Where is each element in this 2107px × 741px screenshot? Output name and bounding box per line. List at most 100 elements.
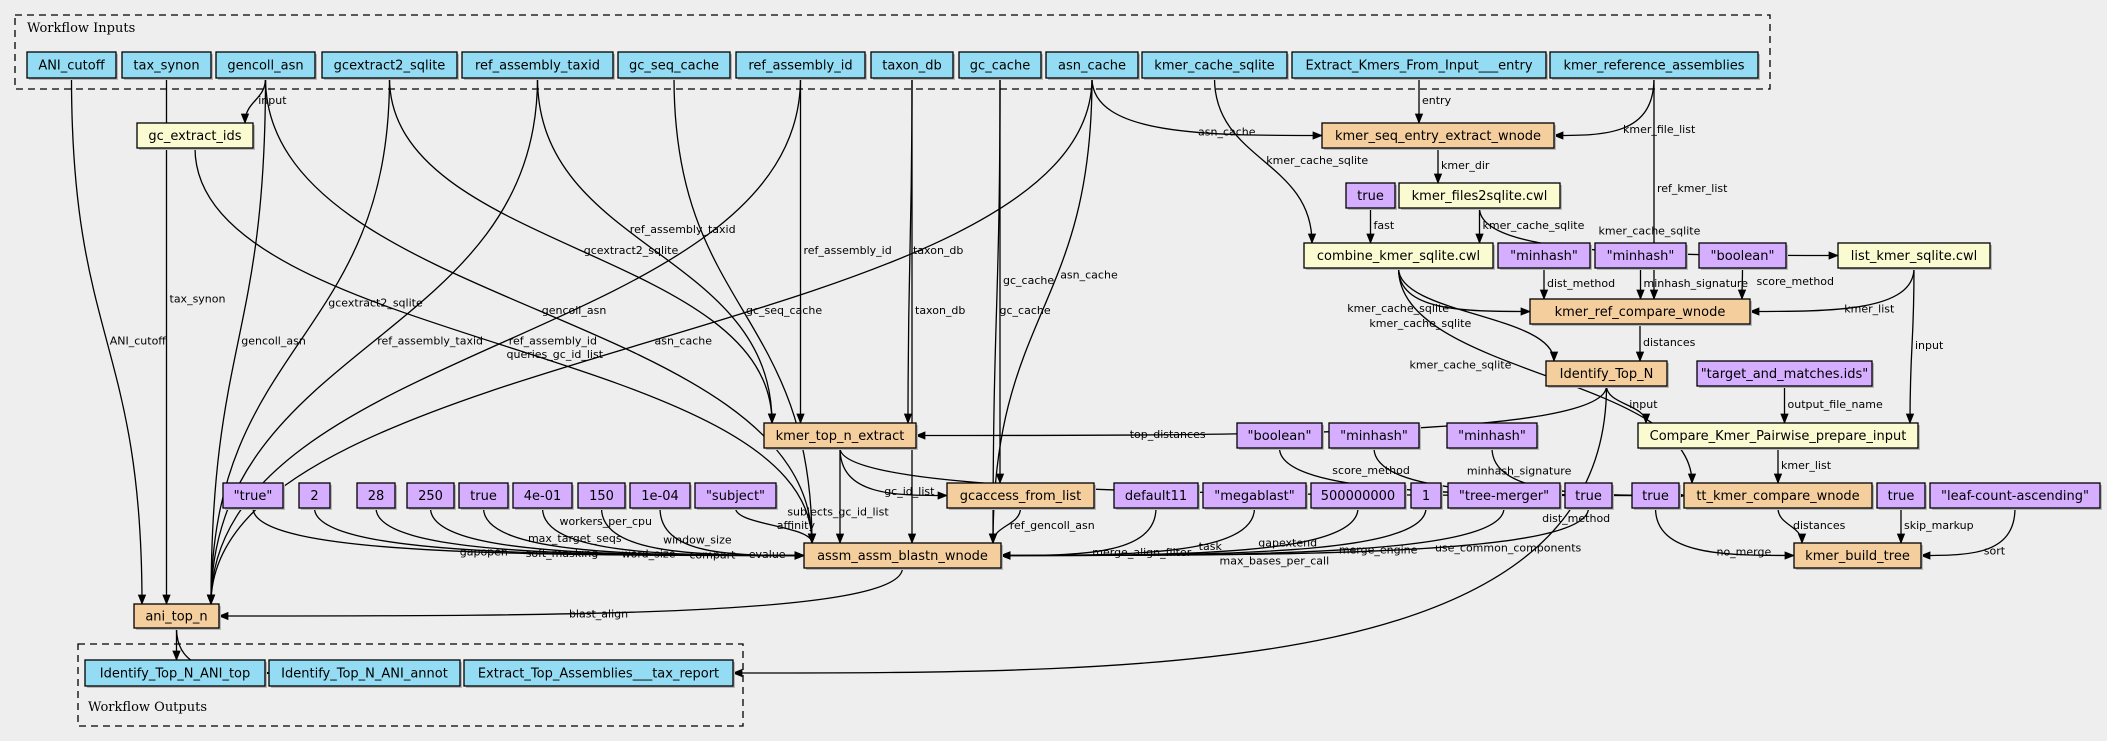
output-node-extract-top-assemblies-tax-report[interactable]: Extract_Top_Assemblies___tax_report <box>463 659 735 688</box>
tool-node-compare-kmer-pairwise-prepare-input[interactable]: Compare_Kmer_Pairwise_prepare_input <box>1637 422 1920 450</box>
step-node-identify-top-n[interactable]: Identify_Top_N <box>1545 360 1669 388</box>
const-node-250[interactable]: 250 <box>406 482 456 510</box>
step-node-kmer-top-n-extract[interactable]: kmer_top_n_extract <box>763 422 918 450</box>
node-box[interactable] <box>1497 242 1591 269</box>
node-box[interactable] <box>1113 482 1199 509</box>
node-box[interactable] <box>1141 51 1288 79</box>
node-box[interactable] <box>1236 422 1323 449</box>
const-node-28[interactable]: 28 <box>356 482 397 510</box>
const-node-4e-01[interactable]: 4e-01 <box>512 482 574 510</box>
node-box[interactable] <box>1631 482 1680 509</box>
tool-node-list-kmer-sqlite-cwl[interactable]: list_kmer_sqlite.cwl <box>1837 242 1992 270</box>
tool-node-kmer-files2sqlite-cwl[interactable]: kmer_files2sqlite.cwl <box>1398 182 1562 210</box>
tool-node-combine-kmer-sqlite-cwl[interactable]: combine_kmer_sqlite.cwl <box>1303 242 1495 270</box>
input-node-extract-kmers-from-input-entry[interactable]: Extract_Kmers_From_Input___entry <box>1291 51 1548 80</box>
const-node-500000000[interactable]: 500000000 <box>1310 482 1407 510</box>
node-box[interactable] <box>463 659 734 687</box>
tool-node-gc-extract-ids[interactable]: gc_extract_ids <box>136 122 255 150</box>
node-box[interactable] <box>1321 122 1555 149</box>
const-node-minhash[interactable]: "minhash" <box>1594 242 1688 270</box>
node-box[interactable] <box>406 482 455 509</box>
node-box[interactable] <box>222 482 284 509</box>
node-box[interactable] <box>133 603 220 629</box>
node-box[interactable] <box>461 51 614 79</box>
node-box[interactable] <box>1345 182 1396 209</box>
step-node-ani-top-n[interactable]: ani_top_n <box>133 603 221 630</box>
node-box[interactable] <box>121 51 212 79</box>
const-node-tree-merger[interactable]: "tree-merger" <box>1447 482 1562 510</box>
node-box[interactable] <box>458 482 509 509</box>
input-node-gc-seq-cache[interactable]: gc_seq_cache <box>617 51 732 80</box>
node-box[interactable] <box>870 51 954 79</box>
step-node-kmer-seq-entry-extract-wnode[interactable]: kmer_seq_entry_extract_wnode <box>1321 122 1556 150</box>
node-box[interactable] <box>136 122 254 149</box>
node-box[interactable] <box>1398 182 1561 209</box>
const-node-leaf-count-ascending[interactable]: "leaf-count-ascending" <box>1929 482 2102 510</box>
node-box[interactable] <box>321 51 458 79</box>
node-box[interactable] <box>298 482 331 509</box>
input-node-ani-cutoff[interactable]: ANI_cutoff <box>26 51 118 80</box>
node-box[interactable] <box>1564 482 1613 509</box>
node-box[interactable] <box>694 482 777 509</box>
const-node-true[interactable]: true <box>1345 182 1397 210</box>
const-node-1e-04[interactable]: 1e-04 <box>629 482 692 510</box>
const-node-1[interactable]: 1 <box>1410 482 1443 510</box>
node-box[interactable] <box>958 51 1042 79</box>
node-box[interactable] <box>1447 482 1561 509</box>
const-node-true[interactable]: true <box>1564 482 1614 510</box>
node-box[interactable] <box>763 422 917 449</box>
node-box[interactable] <box>1291 51 1547 79</box>
node-box[interactable] <box>1549 51 1759 79</box>
input-node-gcextract2-sqlite[interactable]: gcextract2_sqlite <box>321 51 459 80</box>
node-box[interactable] <box>1698 242 1787 269</box>
node-box[interactable] <box>617 51 731 79</box>
const-node-megablast[interactable]: "megablast" <box>1202 482 1308 510</box>
const-node-minhash[interactable]: "minhash" <box>1328 422 1421 450</box>
input-node-kmer-cache-sqlite[interactable]: kmer_cache_sqlite <box>1141 51 1289 80</box>
const-node-target-and-matches-ids[interactable]: "target_and_matches.ids" <box>1696 360 1874 388</box>
node-box[interactable] <box>735 51 866 79</box>
node-box[interactable] <box>1929 482 2101 509</box>
node-box[interactable] <box>1446 422 1538 449</box>
node-box[interactable] <box>803 542 1002 569</box>
const-node-true[interactable]: "true" <box>222 482 285 510</box>
const-node-true[interactable]: true <box>458 482 510 510</box>
input-node-gc-cache[interactable]: gc_cache <box>958 51 1043 80</box>
input-node-gencoll-asn[interactable]: gencoll_asn <box>215 51 317 80</box>
node-box[interactable] <box>1328 422 1420 449</box>
node-box[interactable] <box>1529 298 1751 325</box>
const-node-minhash[interactable]: "minhash" <box>1446 422 1539 450</box>
node-box[interactable] <box>1876 482 1926 509</box>
step-node-gcaccess-from-list[interactable]: gcaccess_from_list <box>946 482 1096 510</box>
step-node-kmer-build-tree[interactable]: kmer_build_tree <box>1793 542 1923 570</box>
input-node-taxon-db[interactable]: taxon_db <box>870 51 955 80</box>
const-node-default11[interactable]: default11 <box>1113 482 1200 510</box>
node-box[interactable] <box>26 51 117 79</box>
node-box[interactable] <box>84 659 266 687</box>
const-node-true[interactable]: true <box>1631 482 1681 510</box>
node-box[interactable] <box>1594 242 1687 269</box>
step-node-assm-assm-blastn-wnode[interactable]: assm_assm_blastn_wnode <box>803 542 1003 570</box>
node-box[interactable] <box>1793 542 1922 569</box>
node-box[interactable] <box>215 51 316 79</box>
node-box[interactable] <box>1545 360 1668 387</box>
node-box[interactable] <box>1837 242 1991 269</box>
const-node-150[interactable]: 150 <box>577 482 627 510</box>
input-node-tax-synon[interactable]: tax_synon <box>121 51 213 80</box>
const-node-boolean[interactable]: "boolean" <box>1698 242 1788 270</box>
node-box[interactable] <box>268 659 461 687</box>
node-box[interactable] <box>1045 51 1139 79</box>
node-box[interactable] <box>1683 482 1873 509</box>
node-box[interactable] <box>1303 242 1494 269</box>
const-node-subject[interactable]: "subject" <box>694 482 778 510</box>
node-box[interactable] <box>577 482 626 509</box>
input-node-asn-cache[interactable]: asn_cache <box>1045 51 1140 80</box>
node-box[interactable] <box>1637 422 1919 449</box>
node-box[interactable] <box>1310 482 1406 509</box>
input-node-ref-assembly-taxid[interactable]: ref_assembly_taxid <box>461 51 615 80</box>
node-box[interactable] <box>946 482 1095 509</box>
node-box[interactable] <box>1696 360 1873 387</box>
node-box[interactable] <box>1410 482 1442 509</box>
output-node-identify-top-n-ani-annot[interactable]: Identify_Top_N_ANI_annot <box>268 659 462 688</box>
const-node-true[interactable]: true <box>1876 482 1927 510</box>
